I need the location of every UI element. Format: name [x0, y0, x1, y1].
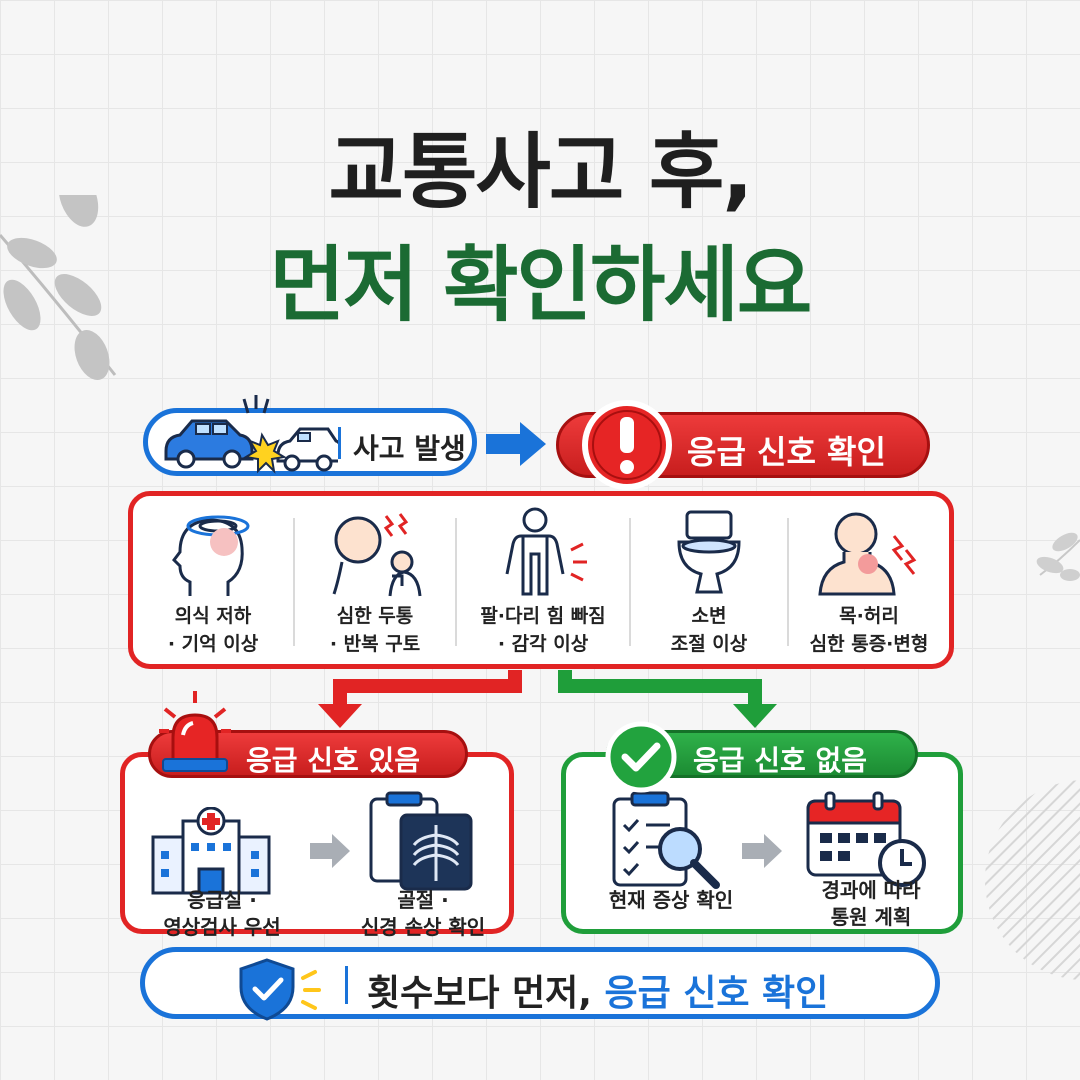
leaf-branch-right-decoration: [1036, 532, 1080, 581]
exclamation-icon: [582, 400, 672, 490]
shield-check-icon: [239, 958, 321, 1021]
sign-label-line2: · 반복 구토: [329, 633, 421, 655]
emergency-check-label: 응급 신호 확인: [687, 433, 886, 471]
sign-label-line2: 조절 이상: [670, 633, 748, 655]
branch-no-panel: 현재 증상 확인 경과에 따라 통원 계획: [561, 752, 963, 934]
arrow-right-icon: [742, 834, 782, 868]
limb-weakness-icon: [505, 507, 587, 596]
sign-headache: 심한 두통 · 반복 구토: [295, 496, 455, 664]
emergency-signs-panel: 의식 저하 · 기억 이상 심한 두통 · 반복 구토: [128, 491, 954, 669]
sign-urination: 소변 조절 이상: [631, 496, 787, 664]
toilet-icon: [677, 510, 741, 594]
sign-consciousness: 의식 저하 · 기억 이상: [133, 496, 293, 664]
divider: [293, 518, 295, 646]
step-label-line1: 골절 ·: [397, 888, 449, 912]
emergency-check-pill: 응급 신호 확인: [556, 400, 930, 490]
sign-label-line1: 소변: [691, 605, 727, 627]
sign-label-line1: 심한 두통: [336, 605, 414, 627]
sign-limb-weakness: 팔·다리 힘 빠짐 · 감각 이상: [457, 496, 629, 664]
check-circle-icon: [605, 721, 677, 793]
bottom-message-highlight: 응급 신호 확인: [604, 973, 829, 1014]
calendar-clock-icon: [806, 791, 926, 887]
step-label-line1: 경과에 따라: [821, 878, 921, 902]
arrow-right-icon: [486, 422, 546, 466]
accident-pill: 사고 발생: [143, 395, 477, 476]
step-label-line1: 응급실 ·: [187, 888, 257, 912]
siren-icon: [159, 691, 231, 772]
bottom-message: 횟수보다 먼저, 응급 신호 확인: [367, 964, 828, 1016]
sign-neck-back-pain: 목·허리 심한 통증·변형: [789, 496, 949, 664]
headache-vomit-icon: [332, 513, 422, 597]
step-label-line2: 신경 손상 확인: [360, 915, 486, 939]
divider: [787, 518, 789, 646]
branch-no-pill: 응급 신호 없음: [605, 721, 918, 793]
car-crash-icon: [164, 395, 338, 474]
sign-label-line2: 심한 통증·변형: [809, 633, 929, 655]
sign-label-line1: 의식 저하: [174, 605, 252, 627]
step-label-line1: 현재 증상 확인: [608, 888, 734, 912]
arrow-right-icon: [310, 834, 350, 868]
sign-label-line1: 팔·다리 힘 빠짐: [480, 605, 606, 627]
sign-label-line1: 목·허리: [839, 605, 899, 627]
step-label-line2: 영상검사 우선: [163, 915, 281, 939]
divider: [629, 518, 631, 646]
title-line-2: 먼저 확인하세요: [269, 238, 813, 333]
xray-icon: [369, 791, 473, 891]
sign-label-line2: · 기억 이상: [167, 633, 259, 655]
step-label-line2: 통원 계획: [830, 905, 912, 929]
branch-yes-pill: 응급 신호 있음: [148, 691, 468, 778]
branch-arrows: [318, 670, 777, 728]
striped-circle-decoration: [985, 780, 1080, 980]
leaf-branch-left-decoration: [0, 195, 117, 381]
divider: [455, 518, 457, 646]
branch-no-label: 응급 신호 없음: [693, 744, 868, 777]
neck-pain-icon: [818, 512, 917, 596]
accident-label: 사고 발생: [353, 432, 466, 465]
accident-separator: [338, 427, 341, 459]
bottom-separator: [345, 966, 348, 1004]
branch-yes-label: 응급 신호 있음: [246, 744, 421, 777]
branch-yes-panel: 응급실 · 영상검사 우선 골절 · 신경 손상 확인: [120, 752, 514, 939]
bottom-message-pill: 횟수보다 먼저, 응급 신호 확인: [140, 947, 940, 1021]
dizzy-head-icon: [172, 515, 250, 596]
title-line-1: 교통사고 후,: [328, 125, 754, 220]
sign-label-line2: · 감각 이상: [497, 633, 589, 655]
bottom-message-prefix: 횟수보다 먼저,: [367, 973, 605, 1014]
checklist-search-icon: [612, 791, 720, 889]
hospital-icon: [151, 807, 271, 895]
